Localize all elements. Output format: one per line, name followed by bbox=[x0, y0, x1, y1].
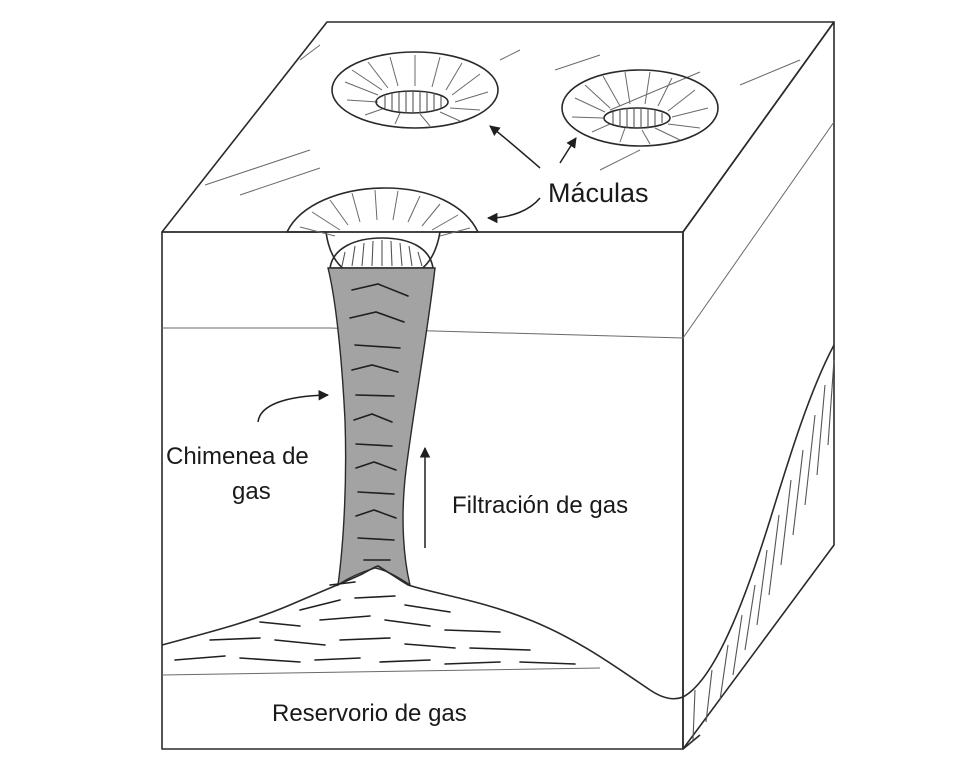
reservoir-base bbox=[161, 667, 601, 676]
chimney-fractures bbox=[349, 283, 409, 561]
maculas-arrow-right bbox=[559, 137, 577, 164]
gas-chimney bbox=[327, 267, 436, 587]
pockmark-right-vent bbox=[603, 107, 671, 129]
pockmark-left bbox=[331, 51, 499, 129]
pockmark-section-inner bbox=[329, 237, 434, 269]
maculas-arrow-left bbox=[489, 125, 541, 169]
maculas-arrow-bottom bbox=[486, 197, 541, 224]
top-face bbox=[161, 21, 835, 233]
annotation-arrows bbox=[257, 125, 577, 548]
reservoir-outline bbox=[161, 565, 684, 700]
chimney-arrow bbox=[257, 389, 330, 423]
label-chimney-line2: gas bbox=[232, 478, 271, 505]
right-face bbox=[682, 21, 835, 750]
pockmark-left-vent bbox=[375, 90, 449, 114]
strata-boundary bbox=[162, 121, 835, 339]
pockmark-left-rim bbox=[331, 51, 499, 129]
right-face-layer bbox=[682, 344, 835, 698]
label-reservoir: Reservorio de gas bbox=[272, 700, 467, 727]
right-face-layer-lower bbox=[682, 734, 701, 750]
label-filtration: Filtración de gas bbox=[452, 492, 628, 519]
pockmark-section bbox=[286, 187, 479, 281]
label-chimney-line1: Chimenea de bbox=[166, 443, 309, 470]
label-maculas: Máculas bbox=[548, 178, 649, 208]
pockmark-right bbox=[561, 69, 719, 147]
right-face-hatch bbox=[692, 359, 835, 741]
top-surface-lines bbox=[204, 44, 801, 196]
pockmark-right-rim bbox=[561, 69, 719, 147]
block-diagram bbox=[161, 21, 835, 750]
gas-reservoir bbox=[161, 565, 684, 700]
